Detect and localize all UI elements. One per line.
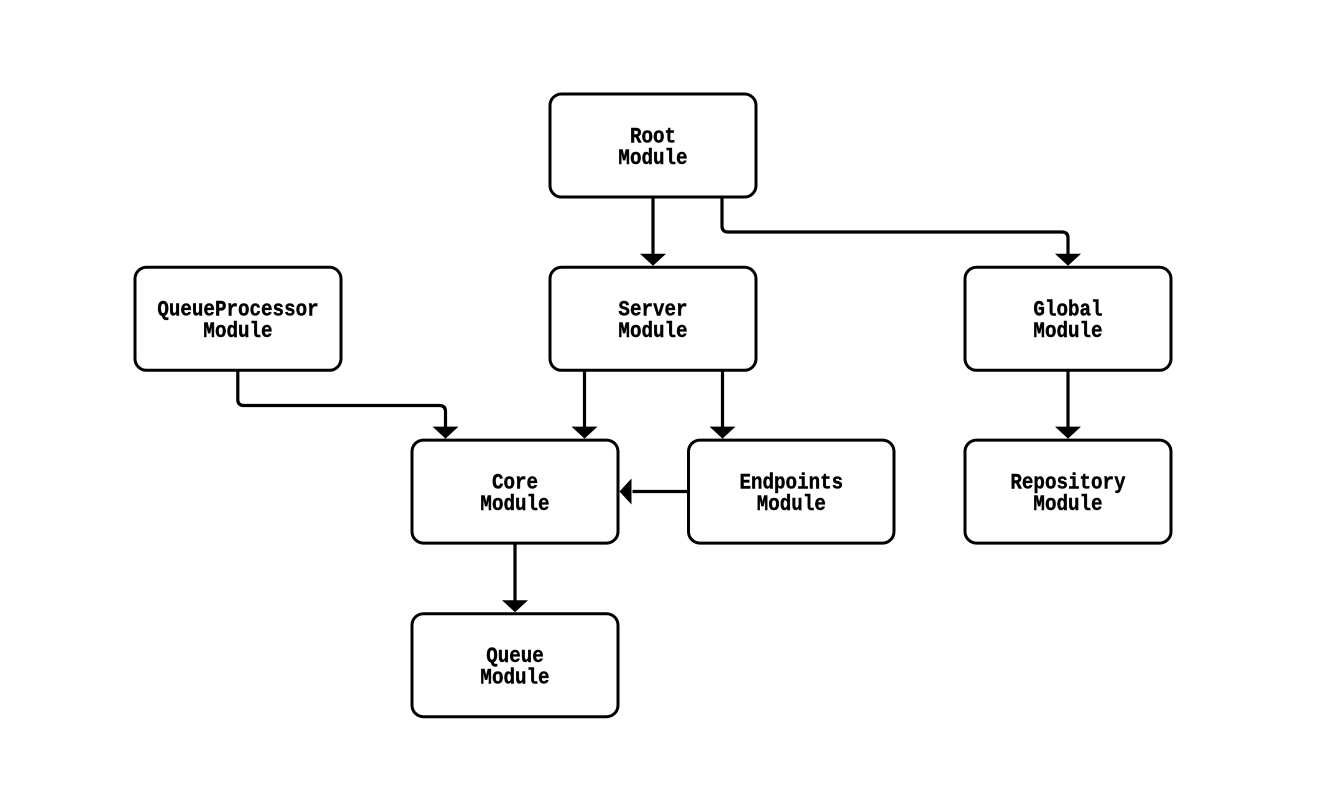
svg-text:Root: Root xyxy=(630,125,676,150)
svg-text:Module: Module xyxy=(1033,493,1102,518)
svg-text:Server: Server xyxy=(618,298,687,323)
svg-text:QueueProcessor: QueueProcessor xyxy=(157,298,318,323)
svg-text:Module: Module xyxy=(480,493,549,518)
svg-text:Module: Module xyxy=(618,320,687,345)
svg-text:Core: Core xyxy=(492,471,538,496)
svg-text:Endpoints: Endpoints xyxy=(739,471,843,496)
svg-text:Module: Module xyxy=(757,493,826,518)
svg-text:Repository: Repository xyxy=(1010,471,1126,496)
svg-text:Module: Module xyxy=(618,147,687,172)
svg-text:Global: Global xyxy=(1033,298,1102,323)
svg-text:Queue: Queue xyxy=(486,645,544,670)
svg-text:Module: Module xyxy=(203,320,272,345)
svg-text:Module: Module xyxy=(1033,320,1102,345)
svg-text:Module: Module xyxy=(480,666,549,691)
